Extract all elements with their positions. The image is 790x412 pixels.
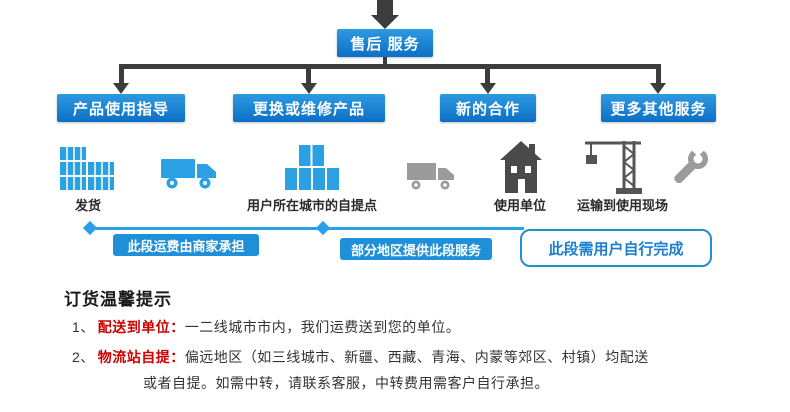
branch-node-new-cooperation: 新的合作 <box>440 94 536 122</box>
building-icon <box>500 141 542 198</box>
segment-merchant-paid: 此段运费由商家承担 <box>113 234 259 256</box>
crane-icon <box>582 136 644 199</box>
stage-label-transport-to-site: 运输到使用现场 <box>576 198 668 213</box>
truck-gray-icon <box>406 158 456 197</box>
timeline-line <box>88 227 524 230</box>
arrow-down-icon <box>301 83 317 94</box>
arrow-down-icon <box>480 83 496 94</box>
arrow-down-icon <box>113 83 129 94</box>
tip-item-2-continued: 或者自提。如需中转，请联系客服，中转费用需客户自行承担。 <box>143 375 549 391</box>
branch-stem <box>656 69 661 83</box>
stage-label-using-unit: 使用单位 <box>493 198 546 213</box>
root-stem <box>383 57 387 66</box>
stage-label-pickup-point: 用户所在城市的自提点 <box>246 198 377 213</box>
tip-1-term: 配送到单位： <box>97 319 185 335</box>
top-arrow-head-icon <box>371 15 399 29</box>
tip-item-1: 1、配送到单位：一二线城市市内，我们运费送到您的单位。 <box>72 317 732 337</box>
wrench-icon <box>666 139 712 197</box>
branch-stem <box>306 69 311 83</box>
timeline-node-icon <box>315 220 331 236</box>
branch-stem <box>485 69 490 83</box>
containers-icon <box>58 146 118 197</box>
branch-rail <box>119 64 661 69</box>
branch-stem <box>119 69 124 83</box>
segment-user-self-complete: 此段需用户自行完成 <box>520 229 712 267</box>
root-node: 售后 服务 <box>337 29 433 57</box>
truck-blue-icon <box>160 152 218 197</box>
tip-1-number: 1、 <box>72 319 95 335</box>
stage-label-shipping: 发货 <box>74 198 101 213</box>
top-arrow-stem <box>377 0 393 15</box>
tip-2-number: 2、 <box>72 349 95 365</box>
tip-item-2: 2、物流站自提：偏远地区（如三线城市、新疆、西藏、青海、内蒙等郊区、村镇）均配送 <box>72 347 752 367</box>
branch-node-more-services: 更多其他服务 <box>601 94 716 122</box>
tip-2-term: 物流站自提： <box>97 349 185 365</box>
segment-partial-regions: 部分地区提供此段服务 <box>340 238 492 260</box>
parcels-icon <box>283 144 341 197</box>
tip-1-text: 一二线城市市内，我们运费送到您的单位。 <box>184 319 461 335</box>
timeline-node-icon <box>82 220 98 236</box>
tip-2-text: 偏远地区（如三线城市、新疆、西藏、青海、内蒙等郊区、村镇）均配送 <box>184 349 649 365</box>
arrow-down-icon <box>650 83 666 94</box>
branch-node-replace-repair: 更换或维修产品 <box>233 94 385 122</box>
tips-heading: 订货温馨提示 <box>64 290 172 309</box>
branch-node-product-guidance: 产品使用指导 <box>57 94 185 122</box>
